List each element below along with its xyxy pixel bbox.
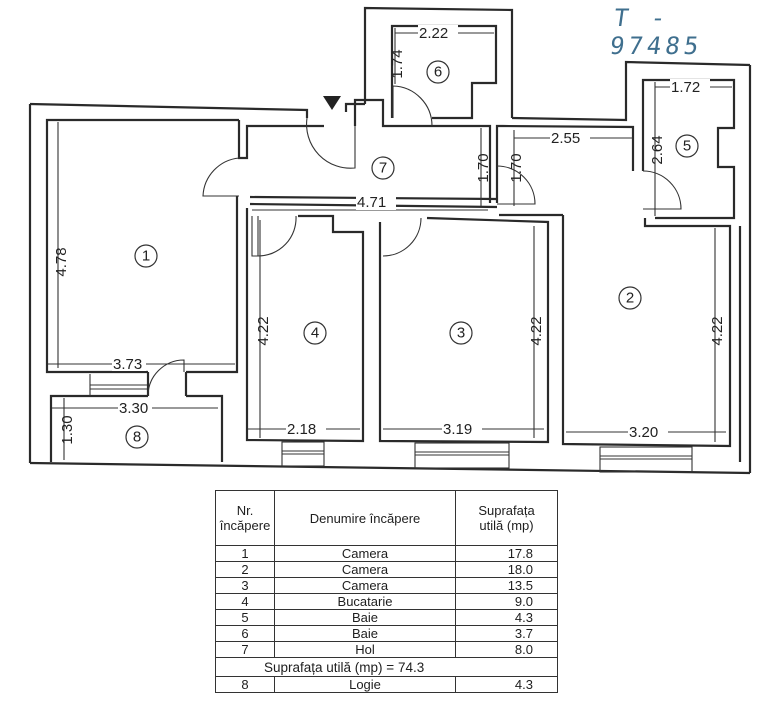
room-7-walls <box>249 98 503 209</box>
dim-room1-width: 3.73 <box>113 356 142 373</box>
dim-room3-height: 4.22 <box>528 316 545 345</box>
room-5-walls <box>502 78 736 220</box>
room-labels: 1 2 3 4 5 6 7 8 <box>125 60 699 449</box>
dimension-lines <box>48 28 732 460</box>
table-row: 2 Camera 18.0 <box>215 561 558 578</box>
total-area: Suprafața utilă (mp) = 74.3 <box>215 657 558 677</box>
entrance-triangle-icon <box>323 96 341 110</box>
dim-hall-depth-a: 1.70 <box>475 153 492 182</box>
doors <box>147 85 682 397</box>
floor-plan: 4.78 3.73 3.30 1.30 4.22 2.18 4.22 3.19 … <box>28 6 752 475</box>
outer-walls <box>28 6 752 475</box>
table-row: 3 Camera 13.5 <box>215 577 558 594</box>
table-row: 4 Bucatarie 9.0 <box>215 593 558 610</box>
dim-room4-height: 4.22 <box>255 316 272 345</box>
dim-room4-width: 2.18 <box>287 421 316 438</box>
table-row: 6 Baie 3.7 <box>215 625 558 642</box>
room-2-walls <box>499 213 742 462</box>
dim-hall-depth-b: 1.70 <box>508 153 525 182</box>
room-1-number: 1 <box>142 248 150 265</box>
windows <box>281 441 693 473</box>
room-3-walls <box>378 216 550 444</box>
dim-room5-width: 1.72 <box>671 79 700 96</box>
table-row: 8 Logie 4.3 <box>215 676 558 693</box>
dim-room8-height: 1.30 <box>59 415 76 444</box>
table-row: 1 Camera 17.8 <box>215 545 558 562</box>
room-4-number: 4 <box>311 325 319 342</box>
dim-room3-width: 3.19 <box>443 421 472 438</box>
dim-room8-width: 3.30 <box>119 400 148 417</box>
dim-room6-height: 1.74 <box>389 49 406 78</box>
room-3-number: 3 <box>457 325 465 342</box>
table-header-row: Nr. încăpere Denumire încăpere Suprafața… <box>215 490 558 546</box>
table-total-row: Suprafața utilă (mp) = 74.3 <box>215 657 558 677</box>
dim-room1-height: 4.78 <box>53 247 70 276</box>
room-1-walls <box>45 118 324 374</box>
room-6-walls <box>390 24 498 120</box>
room-4-walls <box>245 208 365 443</box>
header-name: Denumire încăpere <box>274 490 456 546</box>
dimension-labels: 4.78 3.73 3.30 1.30 4.22 2.18 4.22 3.19 … <box>53 25 726 445</box>
dim-room2-width: 3.20 <box>629 424 658 441</box>
room-2-number: 2 <box>626 290 634 307</box>
dim-room6-width: 2.22 <box>419 25 448 42</box>
dim-hall-right-width: 2.55 <box>551 130 580 147</box>
room-6-number: 6 <box>434 64 442 81</box>
room-5-number: 5 <box>683 138 691 155</box>
dim-room5-height: 2.64 <box>649 135 666 164</box>
table-row: 5 Baie 4.3 <box>215 609 558 626</box>
room-8-number: 8 <box>133 429 141 446</box>
dim-hall-width: 4.71 <box>357 194 386 211</box>
room-7-number: 7 <box>379 160 387 177</box>
table-row: 7 Hol 8.0 <box>215 641 558 658</box>
room-area-table: Nr. încăpere Denumire încăpere Suprafața… <box>215 490 558 693</box>
dim-room2-height: 4.22 <box>709 316 726 345</box>
header-nr: Nr. încăpere <box>215 490 275 546</box>
header-area: Suprafața utilă (mp) <box>455 490 558 546</box>
